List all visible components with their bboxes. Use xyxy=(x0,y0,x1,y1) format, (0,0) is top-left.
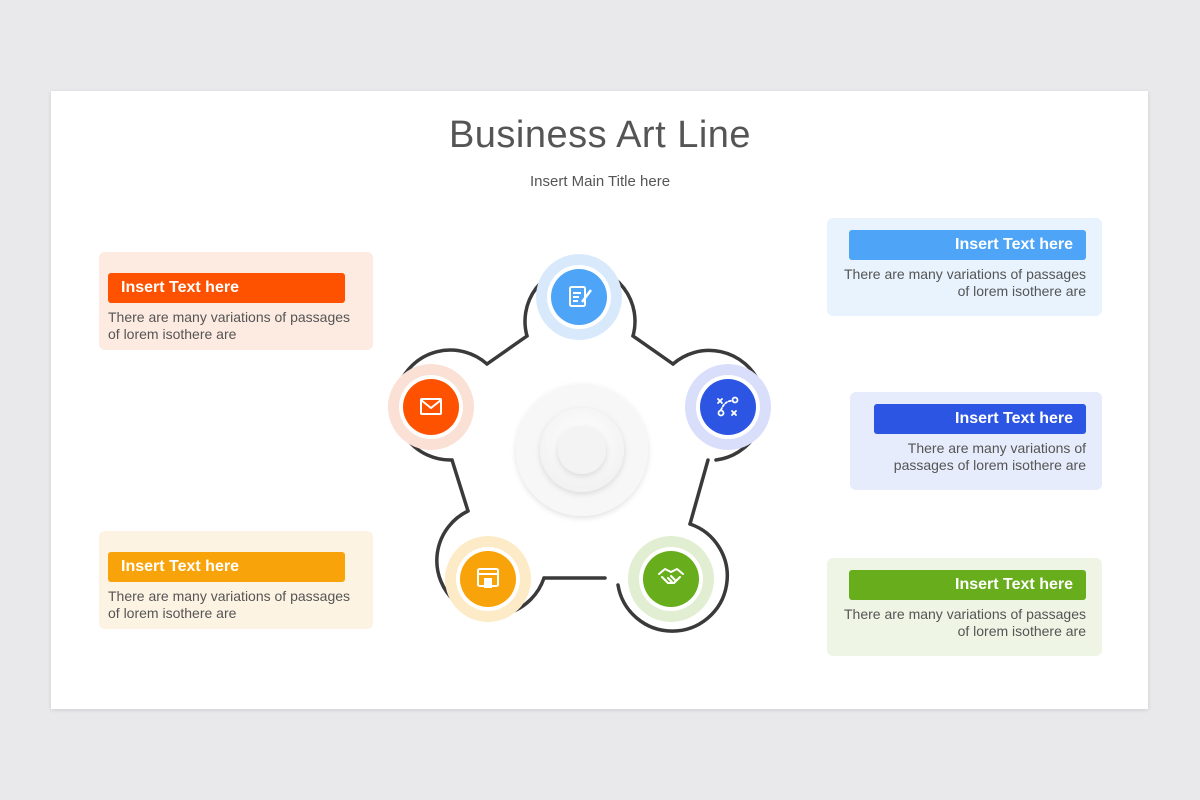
page-subtitle: Insert Main Title here xyxy=(529,173,671,190)
node-handshake xyxy=(628,536,714,622)
strategy-icon xyxy=(717,396,739,417)
card-description: There are many variations of passages of… xyxy=(108,588,350,622)
card-description-line: passages of lorem isothere are xyxy=(893,457,1086,473)
node-website xyxy=(445,536,531,622)
card-heading: Insert Text here xyxy=(108,273,345,303)
text-card-yellow: Insert Text here There are many variatio… xyxy=(99,531,373,629)
card-description-line: of lorem isothere are xyxy=(957,283,1086,299)
card-description: There are many variations of passages of… xyxy=(894,440,1086,474)
ring-bottom-right xyxy=(616,522,730,633)
node-envelope xyxy=(388,364,474,450)
card-description-line: There are many variations of passages xyxy=(843,266,1086,282)
document-edit-icon xyxy=(569,286,592,307)
card-description-line: There are many variations of passages xyxy=(108,588,351,604)
node-document-edit xyxy=(536,254,622,340)
card-heading: Insert Text here xyxy=(874,404,1086,434)
card-description: There are many variations of passages of… xyxy=(844,266,1086,300)
text-card-orange: Insert Text here There are many variatio… xyxy=(99,252,373,350)
node-strategy xyxy=(685,364,771,450)
website-icon xyxy=(477,568,499,588)
center-hub xyxy=(516,384,648,516)
text-card-blue: Insert Text here There are many variatio… xyxy=(850,392,1102,490)
card-description-line: There are many variations of xyxy=(907,440,1086,456)
card-heading: Insert Text here xyxy=(108,552,345,582)
card-description: There are many variations of passages of… xyxy=(108,309,350,343)
text-card-light-blue: Insert Text here There are many variatio… xyxy=(827,218,1102,316)
card-heading: Insert Text here xyxy=(849,570,1086,600)
card-description-line: of lorem isothere are xyxy=(957,623,1086,639)
handshake-icon xyxy=(658,568,684,584)
pentagon-connectors xyxy=(450,334,710,580)
card-heading: Insert Text here xyxy=(849,230,1086,260)
card-description-line: of lorem isothere are xyxy=(108,605,237,621)
page-title: Business Art Line xyxy=(448,114,752,156)
text-card-green: Insert Text here There are many variatio… xyxy=(827,558,1102,656)
card-description-line: There are many variations of passages xyxy=(108,309,351,325)
card-description-line: There are many variations of passages xyxy=(843,606,1086,622)
card-description-line: of lorem isothere are xyxy=(108,326,237,342)
card-description: There are many variations of passages of… xyxy=(844,606,1086,640)
envelope-icon xyxy=(420,398,442,415)
